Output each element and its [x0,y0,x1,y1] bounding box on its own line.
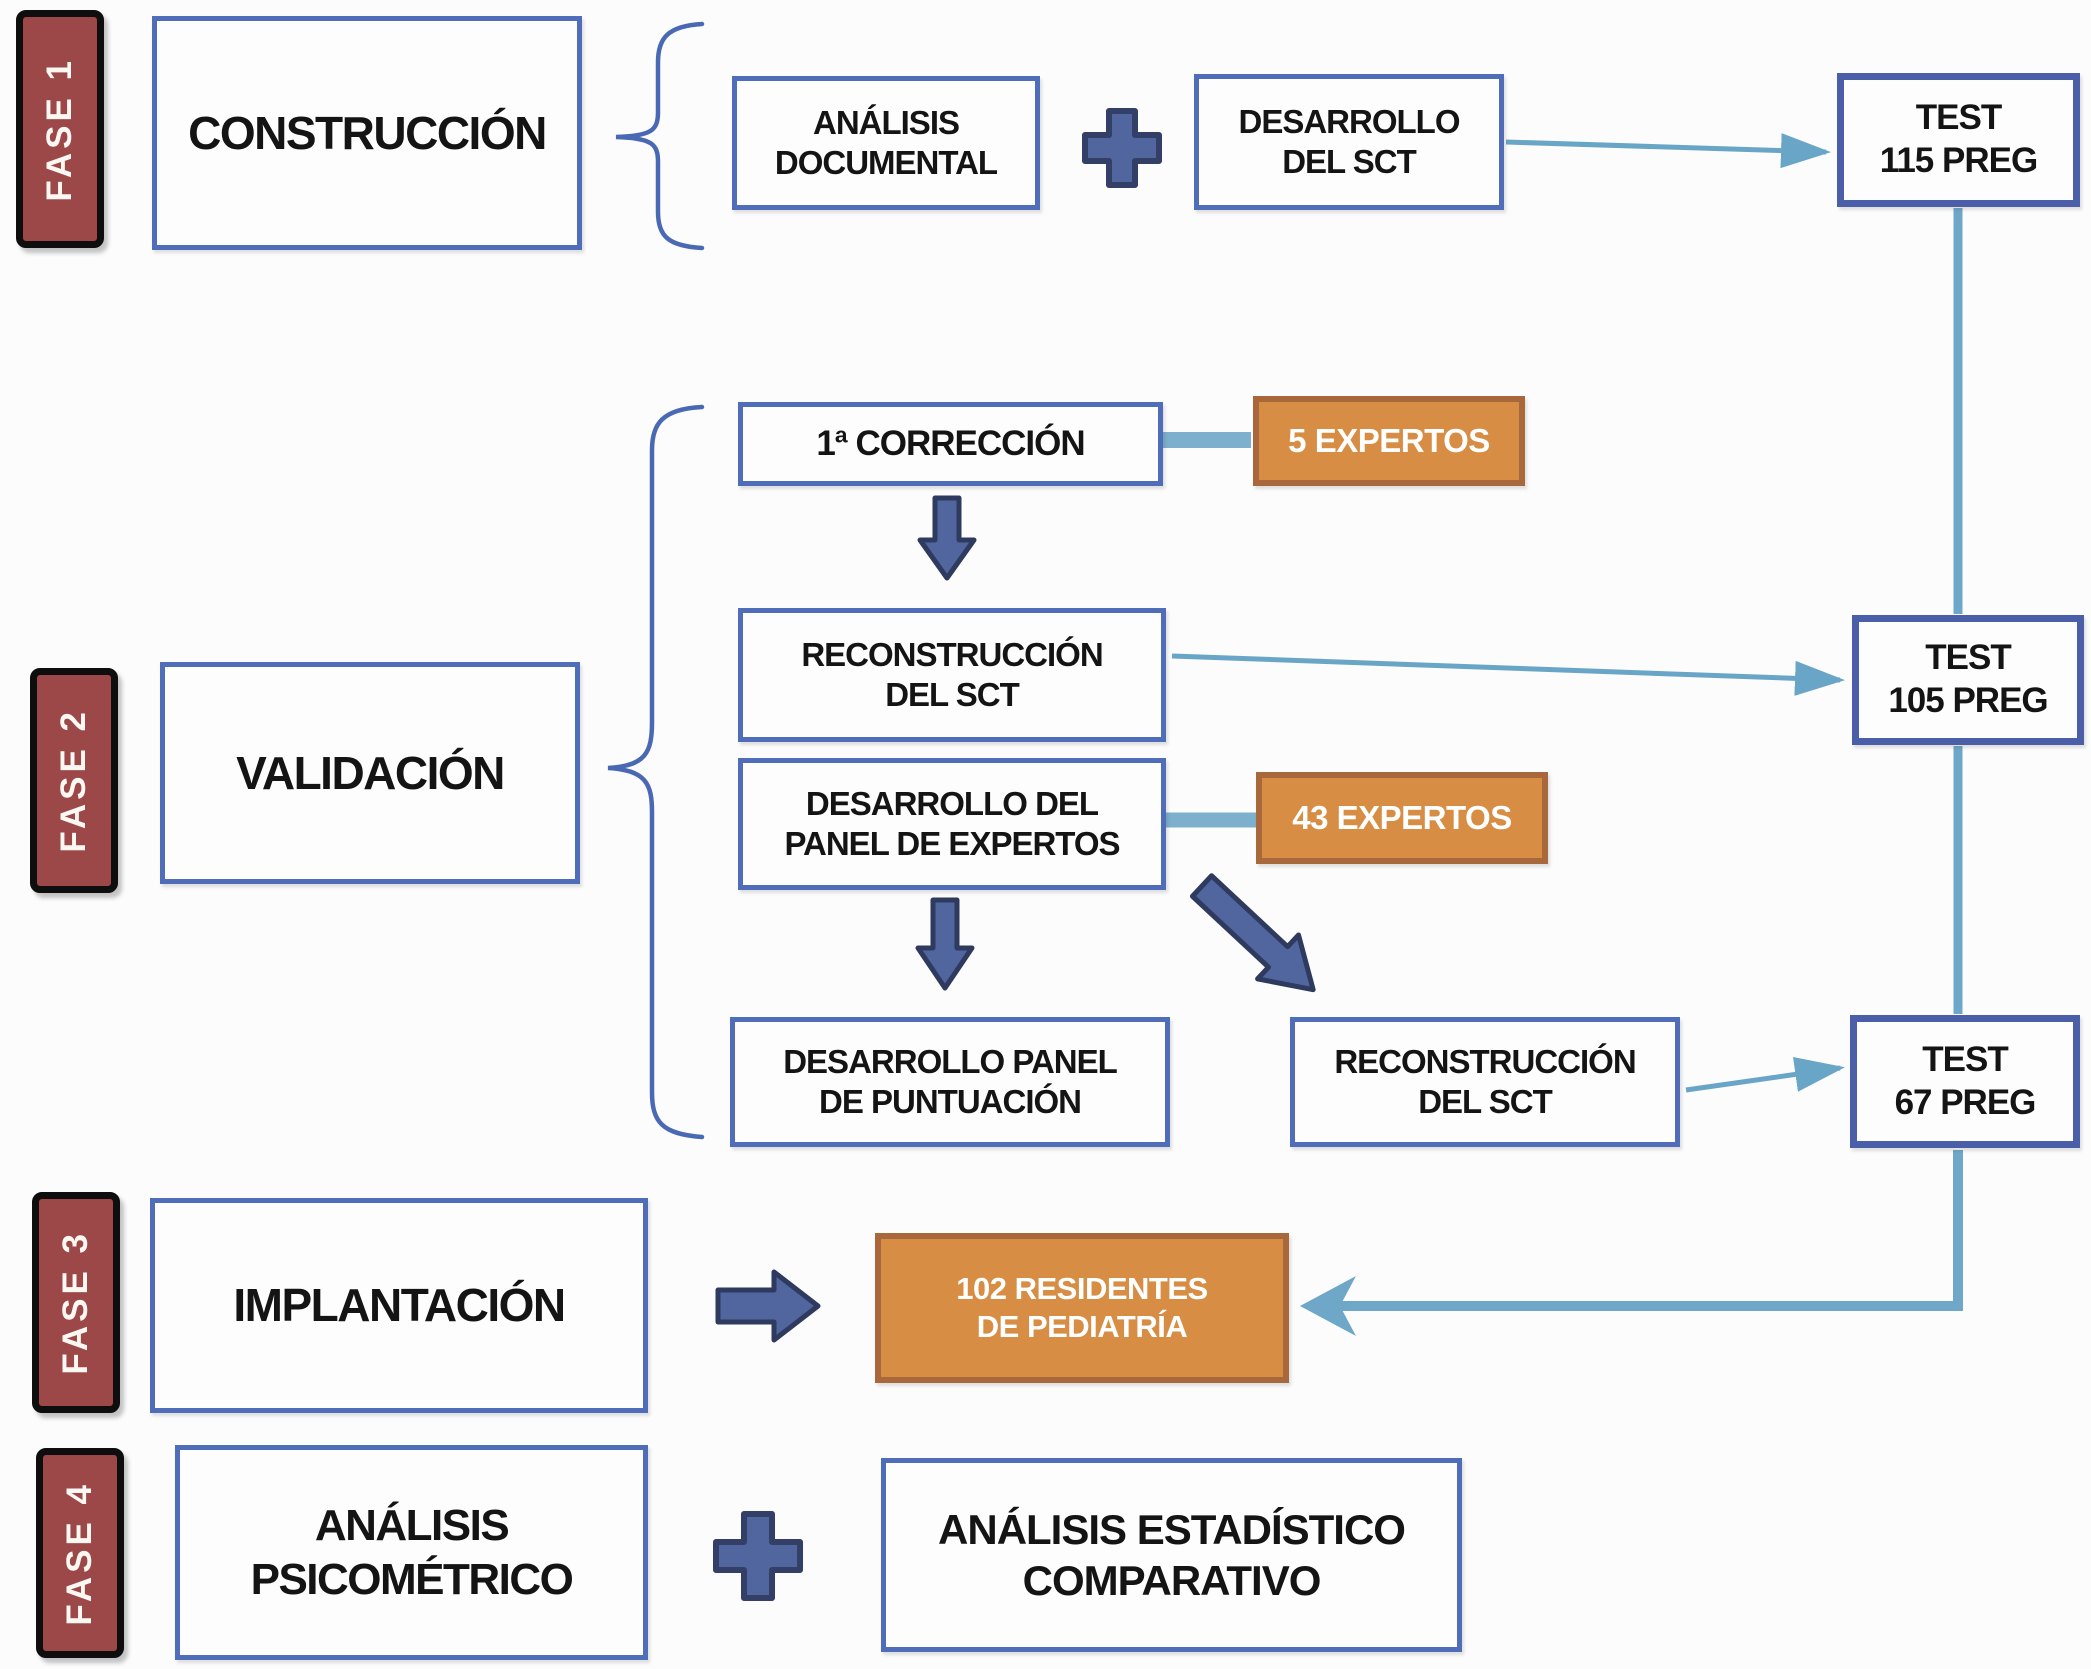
phase-tab-label: FASE 3 [56,1230,95,1375]
node-label: VALIDACIÓN [236,746,505,799]
node-label: 105 PREG [1888,681,2048,720]
phase-tab-label: FASE 1 [40,56,79,202]
phase-tab-fase2: FASE 2 [30,668,118,893]
curly-brace-fase2 [607,404,705,1140]
node-label: 67 PREG [1894,1082,2037,1122]
node-label: 115 PREG [1879,141,2038,180]
phase-tab-label: FASE 4 [60,1480,99,1626]
node-label: TEST [1915,98,2002,138]
node-reconstruccion-sct-1: RECONSTRUCCIÓN DEL SCT [738,608,1166,742]
node-102-residentes-pediatria: 102 RESIDENTES DE PEDIATRÍA [875,1233,1289,1383]
node-label: DESARROLLO [1238,102,1461,140]
down-arrow-icon [917,495,977,581]
node-primera-correccion: 1ª CORRECCIÓN [738,402,1163,486]
node-label: DESARROLLO PANEL [783,1042,1118,1080]
node-label: TEST [1922,1039,2008,1079]
node-label: 102 RESIDENTES [956,1271,1208,1307]
node-label: ANÁLISIS ESTADÍSTICO [938,1505,1406,1553]
node-label: PANEL DE EXPERTOS [784,825,1120,862]
node-label: DE PUNTUACIÓN [818,1083,1082,1120]
curly-brace-fase1 [615,21,705,251]
node-label: 43 EXPERTOS [1292,798,1512,836]
node-label: DESARROLLO DEL [805,784,1099,822]
node-label: 5 EXPERTOS [1288,421,1490,459]
node-label: PSICOMÉTRICO [250,1554,574,1604]
node-label: COMPARATIVO [1022,1557,1322,1604]
connector-reconstruccion2-test67 [1685,1057,1845,1093]
node-test-105-preg: TEST 105 PREG [1852,615,2084,745]
node-label: DE PEDIATRÍA [976,1309,1188,1344]
node-reconstruccion-sct-2: RECONSTRUCCIÓN DEL SCT [1290,1017,1680,1147]
node-43-expertos: 43 EXPERTOS [1256,772,1548,864]
node-label: ANÁLISIS [314,1500,510,1550]
right-arrow-icon [715,1269,821,1343]
node-analisis-estadistico-comparativo: ANÁLISIS ESTADÍSTICO COMPARATIVO [881,1458,1462,1652]
node-label: DEL SCT [885,676,1020,713]
plus-icon [1082,108,1162,188]
phase-tab-label: FASE 2 [54,708,93,853]
node-label: IMPLANTACIÓN [233,1279,566,1332]
node-label: RECONSTRUCCIÓN [801,635,1103,673]
down-arrow-icon [915,897,975,991]
node-validacion: VALIDACIÓN [160,662,580,884]
node-test-67-preg: TEST 67 PREG [1850,1015,2080,1148]
node-label: CONSTRUCCIÓN [188,106,547,159]
node-label: DEL SCT [1418,1083,1553,1120]
node-construccion: CONSTRUCCIÓN [152,16,582,250]
node-label: RECONSTRUCCIÓN [1334,1042,1636,1080]
node-label: ANÁLISIS [812,103,960,141]
node-label: DEL SCT [1282,143,1417,180]
node-label: 1ª CORRECCIÓN [816,423,1085,463]
node-label: TEST [1925,638,2011,678]
node-desarrollo-panel-puntuacion: DESARROLLO PANEL DE PUNTUACIÓN [730,1017,1170,1147]
plus-icon [713,1511,803,1601]
node-analisis-psicometrico: ANÁLISIS PSICOMÉTRICO [175,1445,648,1660]
node-analisis-documental: ANÁLISIS DOCUMENTAL [732,76,1040,210]
diagonal-arrow-icon [1189,873,1316,993]
node-label: DOCUMENTAL [774,144,998,181]
connector-desarrollosct-test115 [1505,133,1831,169]
connector-test67-residentes [1316,1150,1963,1311]
phase-tab-fase4: FASE 4 [36,1448,124,1658]
phase-tab-fase3: FASE 3 [32,1192,120,1413]
node-desarrollo-panel-expertos: DESARROLLO DEL PANEL DE EXPERTOS [738,758,1166,890]
node-desarrollo-sct: DESARROLLO DEL SCT [1194,74,1504,210]
phase-tab-fase1: FASE 1 [16,10,104,248]
node-implantacion: IMPLANTACIÓN [150,1198,648,1413]
connector-reconstruccion1-test105 [1171,653,1845,696]
left-arrowhead-icon [1300,1276,1356,1336]
node-5-expertos: 5 EXPERTOS [1253,396,1525,486]
node-test-115-preg: TEST 115 PREG [1837,73,2080,207]
